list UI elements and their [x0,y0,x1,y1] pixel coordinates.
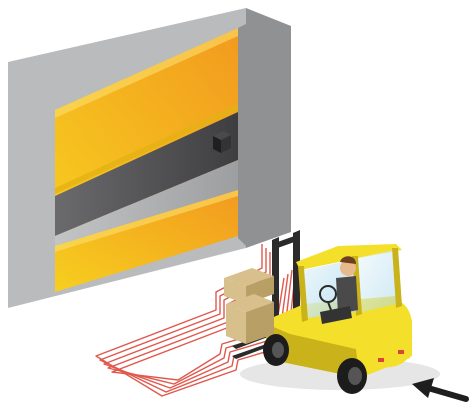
wheel-rear-icon [337,358,367,394]
cargo-boxes-icon [224,268,274,344]
wheel-front-icon [263,334,289,366]
